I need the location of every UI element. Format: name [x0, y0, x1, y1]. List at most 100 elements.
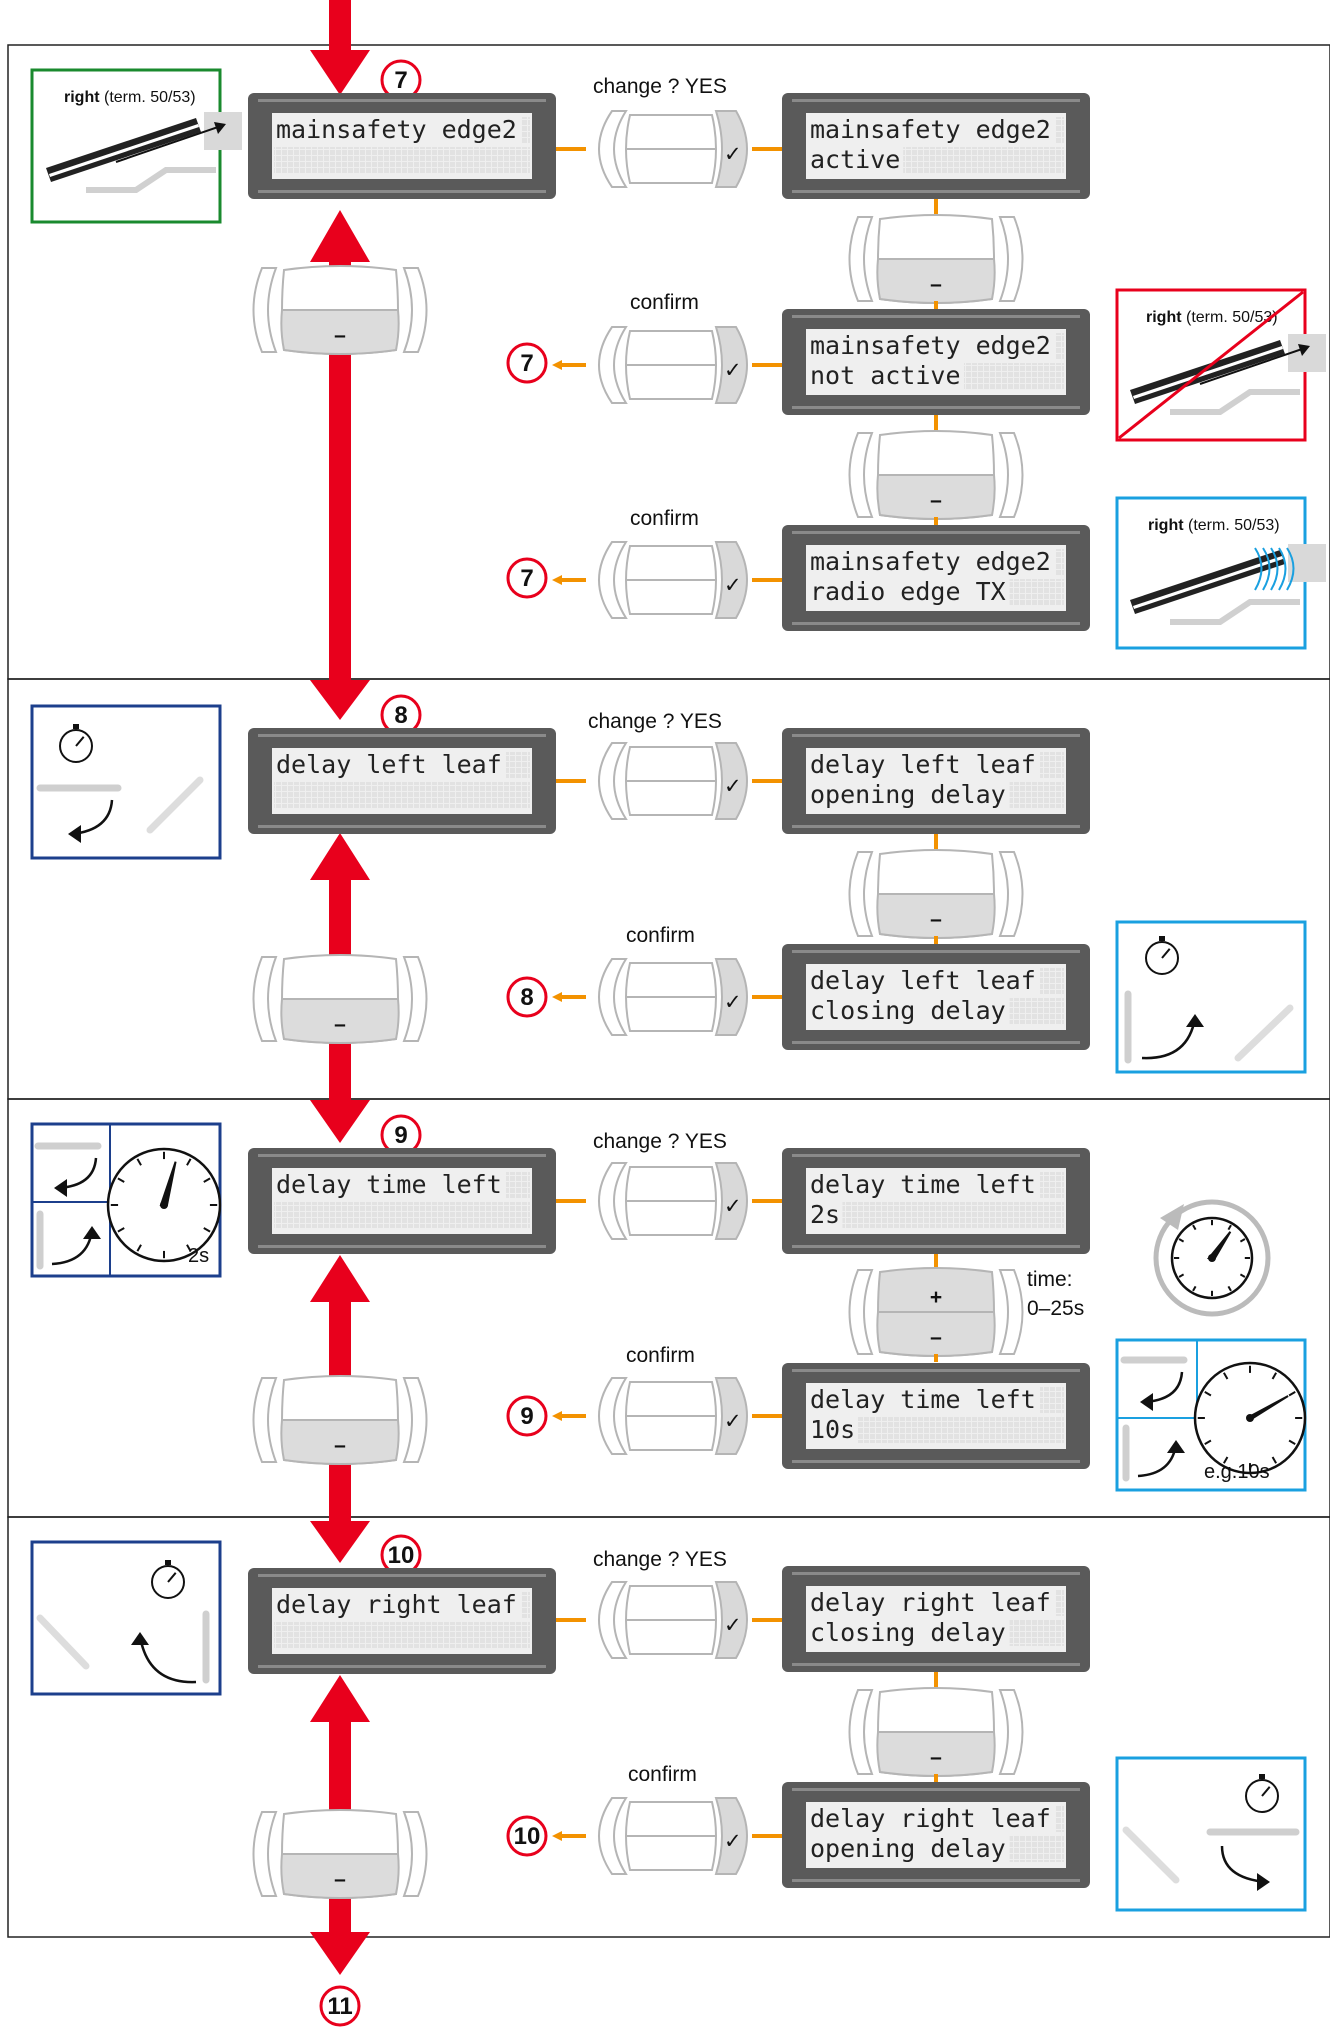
confirm-label: confirm [628, 1763, 697, 1786]
lcd-line-2: not active [810, 361, 961, 390]
change-yes-label: change ? YES [593, 75, 727, 98]
minus-button-main[interactable]: – [252, 954, 428, 1044]
check-button-change[interactable]: ✓ [598, 1581, 748, 1659]
minus-button[interactable]: – [848, 1687, 1024, 1777]
minus-icon: – [930, 1746, 942, 1769]
check-icon: ✓ [724, 991, 742, 1014]
lcd-line-2: 10s [810, 1415, 855, 1444]
check-button-change[interactable]: ✓ [598, 742, 748, 820]
diagram-content: right (term. 50/53) right (term. 50/53) ri… [30, 59, 1326, 2027]
time-range-value: 0–25s [1027, 1297, 1084, 1320]
lcd-line-2: opening delay [810, 1834, 1006, 1863]
check-button-confirm[interactable]: ✓ [598, 541, 748, 619]
step-badge-7: 7 [506, 557, 548, 599]
lcd-line-1: delay right leaf [276, 1590, 517, 1619]
step-badge-9: 9 [506, 1395, 548, 1437]
step-number: 10 [388, 1542, 415, 1569]
minus-button-main[interactable]: – [252, 1809, 428, 1899]
radio-wave [1270, 547, 1279, 591]
lcd-line-1: delay left leaf [276, 750, 502, 779]
step-badge-7: 7 [506, 342, 548, 384]
check-icon: ✓ [724, 775, 742, 798]
lcd-line-1: delay right leaf [810, 1588, 1051, 1617]
minus-icon: – [334, 1434, 346, 1457]
step-badge-8: 8 [506, 976, 548, 1018]
minus-icon: – [930, 273, 942, 296]
step-number: 10 [514, 1823, 541, 1850]
section-frame-4 [7, 1516, 1330, 1938]
confirm-label: confirm [626, 1344, 695, 1367]
minus-button[interactable]: – [848, 430, 1024, 520]
step-badge-8: 8 [380, 694, 422, 736]
minus-button[interactable]: – [848, 849, 1024, 939]
lcd-line-2: active [810, 145, 900, 174]
check-button-confirm[interactable]: ✓ [598, 1377, 748, 1455]
check-icon: ✓ [724, 143, 742, 166]
lcd-line-1: delay time left [810, 1170, 1036, 1199]
icon-time-label: e.g.10s [1204, 1461, 1270, 1483]
radio-wave [1262, 547, 1271, 591]
minus-button[interactable]: – [848, 214, 1024, 304]
lcd-delay-right-leaf: delay right leaf [248, 1568, 556, 1674]
check-icon: ✓ [724, 1830, 742, 1853]
minus-icon: – [334, 324, 346, 347]
step-number: 8 [394, 702, 407, 729]
step-number: 9 [394, 1122, 407, 1149]
timer-adjust-icon [1153, 1199, 1271, 1317]
gate-leaf [146, 776, 204, 834]
step-badge-11: 11 [319, 1985, 361, 2027]
lcd-line-2: 2s [810, 1200, 840, 1229]
icon-delay-left-leaf [30, 704, 222, 860]
gate-leaf [1234, 1004, 1294, 1062]
radio-wave [1254, 547, 1263, 591]
icon-edge-not-active: right (term. 50/53) [1115, 288, 1326, 442]
lcd-line-1: delay right leaf [810, 1804, 1051, 1833]
check-icon: ✓ [724, 574, 742, 597]
lcd-line-1: delay left leaf [810, 966, 1036, 995]
minus-icon: – [930, 1326, 942, 1349]
lcd-line-1: mainsafety edge2 [810, 115, 1051, 144]
check-button-confirm[interactable]: ✓ [598, 1797, 748, 1875]
icon-delay-time-left-2s: 2s [30, 1122, 222, 1278]
minus-icon: – [334, 1868, 346, 1891]
minus-button-main[interactable]: – [252, 1375, 428, 1465]
minus-icon: – [930, 908, 942, 931]
icon-delay-right-leaf [30, 1540, 222, 1696]
icon-frame [1115, 920, 1307, 1074]
step-number: 7 [394, 67, 407, 94]
plus-minus-button[interactable]: –+ [848, 1267, 1024, 1357]
lcd-line-2: closing delay [810, 1618, 1006, 1647]
lcd-line-2: radio edge TX [810, 577, 1006, 606]
minus-button-main[interactable]: – [252, 265, 428, 355]
check-button-change[interactable]: ✓ [598, 1162, 748, 1240]
icon-frame [30, 704, 222, 860]
check-icon: ✓ [724, 1614, 742, 1637]
minus-icon: – [334, 1013, 346, 1036]
lcd-line-1: mainsafety edge2 [810, 547, 1051, 576]
check-icon: ✓ [724, 1410, 742, 1433]
icon-caption: right (term. 50/53) [64, 89, 196, 106]
step-number: 7 [520, 565, 533, 592]
step-number: 9 [520, 1403, 533, 1430]
step-badge-10: 10 [380, 1534, 422, 1576]
icon-caption: right (term. 50/53) [1148, 517, 1280, 534]
lcd-line-2: closing delay [810, 996, 1006, 1025]
lcd-line-1: delay left leaf [810, 750, 1036, 779]
lcd-line-2: opening delay [810, 780, 1006, 809]
check-button-change[interactable]: ✓ [598, 110, 748, 188]
check-icon: ✓ [724, 359, 742, 382]
icon-frame [30, 1540, 222, 1696]
check-button-confirm[interactable]: ✓ [598, 958, 748, 1036]
step-badge-10: 10 [506, 1815, 548, 1857]
icon-caption: right (term. 50/53) [1146, 309, 1278, 326]
section-frames [7, 44, 1330, 1938]
check-button-confirm[interactable]: ✓ [598, 326, 748, 404]
lcd-line-1: delay time left [810, 1385, 1036, 1414]
